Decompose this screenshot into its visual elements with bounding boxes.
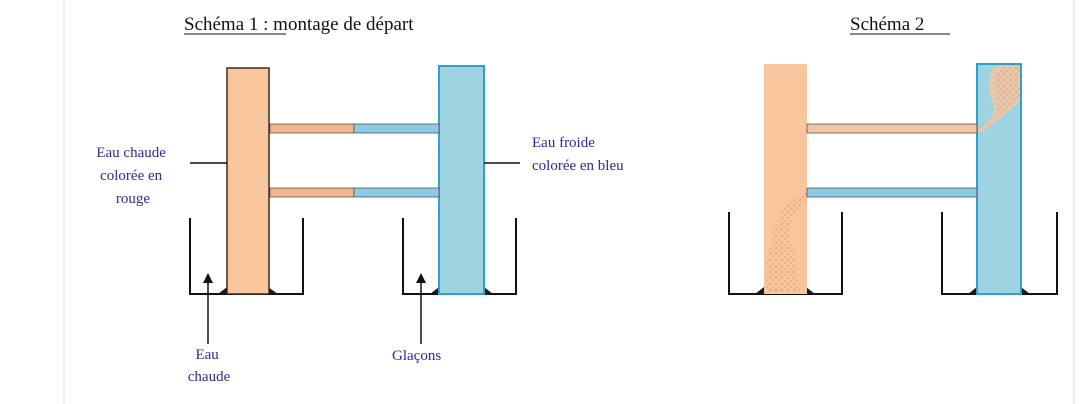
upper-tube-cold-part	[353, 123, 440, 134]
schema1-title: Schéma 1 : montage de départ	[184, 14, 414, 35]
label-hot-bath: Eau chaude	[188, 347, 231, 385]
label-cold-water-line1: Eau froide	[532, 135, 595, 151]
schema2-cold-plume	[766, 192, 807, 292]
lower-tube-hot-part	[269, 187, 355, 198]
schema-2: Schéma 2	[728, 14, 1058, 295]
lower-tube-cold-part	[353, 187, 440, 198]
label-cold-water: Eau froide colorée en bleu	[532, 135, 624, 174]
schema2-title: Schéma 2	[850, 14, 924, 35]
cold-water-column	[438, 65, 485, 295]
label-ice: Glaçons	[392, 348, 441, 364]
schema1-title-underlined: Schéma 1	[184, 14, 258, 35]
schema2-warm-plume-dots	[980, 67, 1020, 128]
schema-1: Schéma 1 : montage de départ Eau chaude …	[96, 14, 624, 385]
schema2-upper-tube	[806, 123, 978, 134]
label-hot-water-line1: Eau chaude	[96, 145, 166, 161]
schema1-title-rest: : montage de départ	[258, 14, 414, 35]
label-hot-bath-line2: chaude	[188, 369, 231, 385]
upper-tube-hot-part	[269, 123, 355, 134]
label-hot-water-line2: colorée en	[100, 168, 163, 184]
label-hot-water: Eau chaude colorée en rouge	[96, 145, 169, 207]
label-hot-bath-line1: Eau	[195, 347, 219, 363]
label-hot-water-line3: rouge	[116, 191, 150, 207]
hot-water-column	[226, 67, 270, 295]
schema2-lower-tube	[806, 187, 978, 198]
label-cold-water-line2: colorée en bleu	[532, 158, 624, 174]
